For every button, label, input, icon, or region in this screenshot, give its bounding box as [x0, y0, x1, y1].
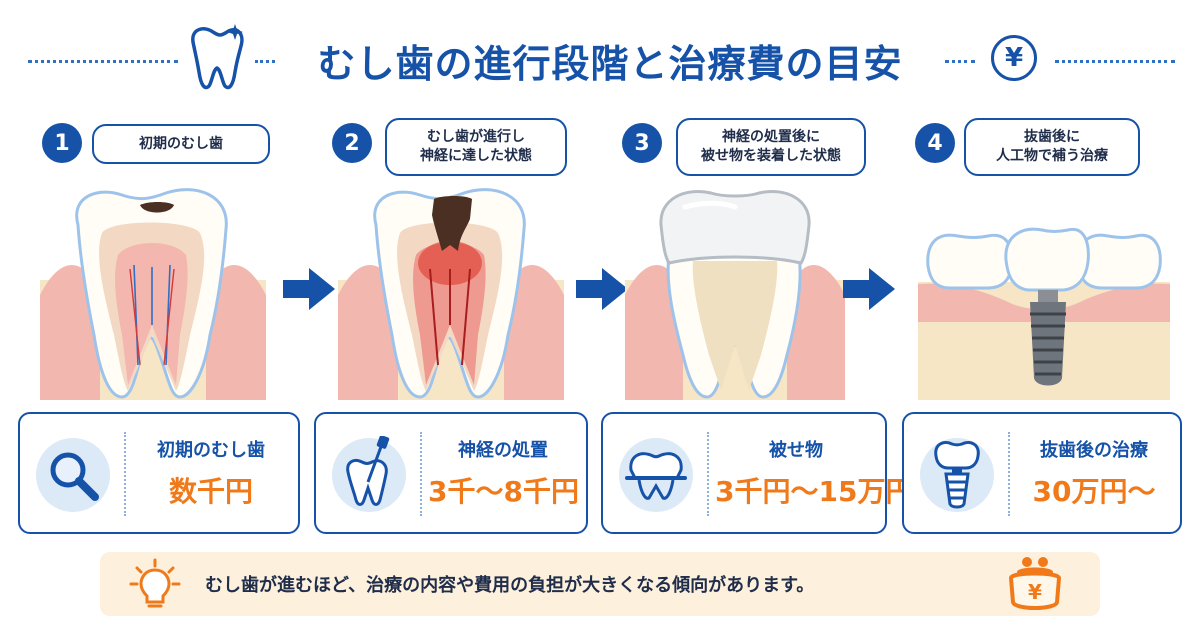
- stage-4-implant-illustration: [918, 227, 1170, 400]
- title-dots-right: [1055, 60, 1175, 63]
- card-divider: [420, 432, 422, 516]
- cost-value: 3千～8千円: [428, 475, 579, 508]
- cost-label: 初期のむし歯: [157, 440, 265, 461]
- stage-1-tooth-illustration: [40, 188, 266, 400]
- step-3-caption: 神経の処置後に 被せ物を装着した状態: [676, 118, 866, 176]
- yen-circle-icon: ¥: [991, 35, 1037, 81]
- footer-note-text: むし歯が進むほど、治療の内容や費用の負担が大きくなる傾向があります。: [205, 575, 815, 596]
- cost-value: 数千円: [168, 475, 253, 508]
- cost-label: 神経の処置: [458, 440, 548, 461]
- cost-label: 抜歯後の治療: [1040, 440, 1148, 461]
- step-4-caption: 抜歯後に 人工物で補う治療: [964, 118, 1140, 176]
- purse-yen-symbol: ¥: [1028, 580, 1042, 604]
- stage-2-tooth-illustration: [338, 188, 564, 400]
- footer-note-box: [100, 552, 1100, 616]
- title-dots-left-short: [255, 60, 275, 63]
- step-3-number: 3: [622, 123, 662, 163]
- card-divider: [1008, 432, 1010, 516]
- root-canal-file-icon: [346, 436, 390, 506]
- stage-3-tooth-illustration: [625, 190, 845, 400]
- page-title: むし歯の進行段階と治療費の目安: [317, 41, 903, 86]
- cost-label: 被せ物: [769, 440, 823, 461]
- coin-purse-icon: ¥: [1008, 557, 1062, 610]
- implant-icon: [934, 441, 980, 509]
- magnifier-icon: [50, 452, 99, 501]
- lightbulb-icon: [129, 558, 181, 608]
- card-divider: [707, 432, 709, 516]
- cost-card-4: 抜歯後の治療 30万円～: [902, 412, 1182, 534]
- title-dots-left: [28, 60, 178, 63]
- step-1-number: 1: [42, 123, 82, 163]
- step-1-caption: 初期のむし歯: [92, 124, 270, 164]
- tooth-sparkle-icon: [191, 24, 244, 90]
- arrow-right-icon: [283, 268, 335, 310]
- step-4-number: 4: [915, 123, 955, 163]
- cost-value: 30万円～: [1032, 475, 1156, 508]
- card-divider: [124, 432, 126, 516]
- crown-icon: [625, 452, 687, 500]
- step-2-caption: むし歯が進行し 神経に達した状態: [385, 118, 567, 176]
- cost-card-1: 初期のむし歯 数千円: [18, 412, 300, 534]
- cost-card-2: 神経の処置 3千～8千円: [314, 412, 588, 534]
- step-2-number: 2: [332, 123, 372, 163]
- arrow-right-icon: [576, 268, 628, 310]
- cost-card-3: 被せ物 3千円～15万円: [601, 412, 914, 534]
- arrow-right-icon: [843, 268, 895, 310]
- title-dots-right-short: [945, 60, 975, 63]
- cost-value: 3千円～15万円: [715, 475, 914, 508]
